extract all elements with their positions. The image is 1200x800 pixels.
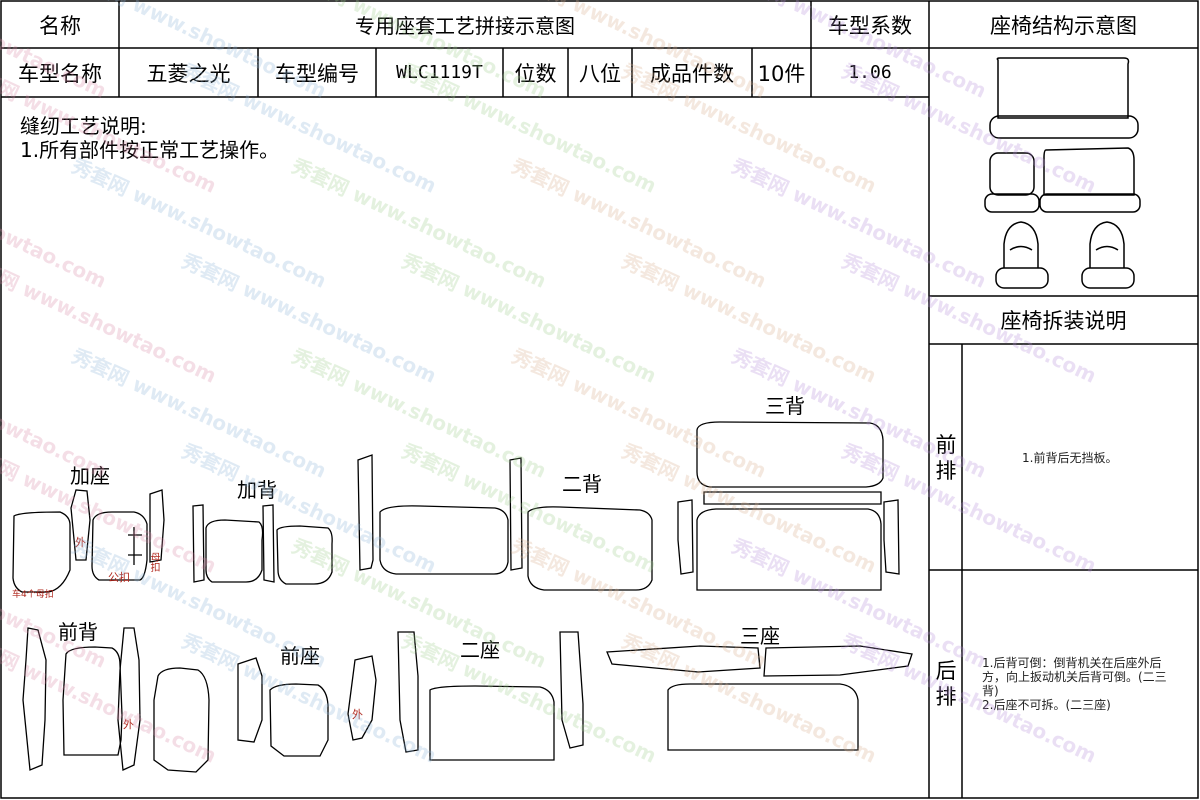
piece-label-san-zuo: 三座 [740,624,780,648]
front-row-instructions: 1.前背后无挡板。 [1022,451,1118,465]
rear-instruction-1: 1.后背可倒：倒背机关在后座外后方，向上扳动机关后背可倒。(二三背) [982,656,1167,698]
disassembly-title: 座椅拆装说明 [1000,309,1127,333]
piece-label-er-zuo: 二座 [460,638,500,662]
front-row-label: 前排 [935,433,957,483]
pieces-value: 10件 [757,61,806,86]
seats-value: 八位 [579,61,621,86]
piece-label-qian-zuo: 前座 [280,644,320,668]
mark-sew-female-snaps: 车4个母扣 [12,590,54,600]
seats-label: 位数 [514,61,557,86]
mark-female-snap: 母扣 [148,552,159,572]
mark-outer: 外 [123,718,134,731]
piece-label-jia-zuo: 加座 [70,464,110,488]
model-code-value: WLC1119T [396,62,483,83]
seat-structure-diagram [984,57,1141,289]
model-name-value: 五菱之光 [146,61,231,86]
pieces-label: 成品件数 [650,61,734,86]
mark-outer: 外 [75,536,86,549]
sewing-notes-title: 缝纫工艺说明: [20,114,147,138]
page-title: 专用座套工艺拼接示意图 [355,14,575,38]
seat-structure-title: 座椅结构示意图 [990,13,1137,38]
coefficient-label: 车型系数 [828,13,912,38]
sewing-note-item: 1.所有部件按正常工艺操作。 [20,138,280,162]
rear-row-label: 后排 [935,659,957,709]
coefficient-value: 1.06 [848,62,892,83]
piece-label-san-bei: 三背 [765,394,805,418]
pattern-pieces [12,421,913,773]
piece-label-er-bei: 二背 [562,472,602,496]
mark-male-snap: 公扣 [108,571,130,584]
rear-instruction-2: 2.后座不可拆。(二三座) [982,698,1111,712]
rear-row-instructions: 1.后背可倒：倒背机关在后座外后方，向上扳动机关后背可倒。(二三背) 2.后座不… [982,656,1182,712]
piece-label-qian-bei: 前背 [58,620,98,644]
model-name-label: 车型名称 [18,61,102,86]
model-code-label: 车型编号 [275,61,359,86]
mark-outer: 外 [352,708,363,721]
sewing-notes: 缝纫工艺说明: 1.所有部件按正常工艺操作。 [20,114,279,162]
piece-label-jia-bei: 加背 [237,478,277,502]
name-label: 名称 [39,13,81,38]
